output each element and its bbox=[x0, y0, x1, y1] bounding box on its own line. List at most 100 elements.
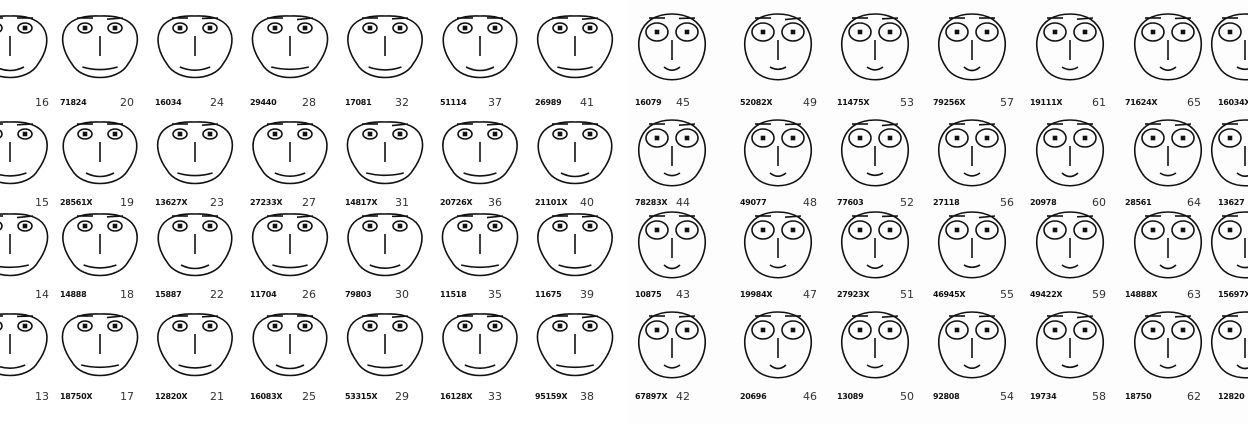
pupil bbox=[1150, 327, 1156, 333]
pupil bbox=[367, 131, 373, 137]
head-outline bbox=[157, 313, 233, 377]
face-code-label: 16083X bbox=[250, 392, 283, 401]
pupil bbox=[207, 25, 213, 31]
pupil bbox=[887, 227, 893, 233]
face-code-label: 95159X bbox=[535, 392, 568, 401]
eyebrow bbox=[784, 215, 802, 218]
pupil bbox=[954, 327, 960, 333]
face-number-label: 33 bbox=[488, 390, 502, 403]
mouth bbox=[1236, 364, 1248, 370]
eye-icon bbox=[267, 220, 283, 232]
eye-icon bbox=[202, 320, 218, 332]
mouth bbox=[0, 66, 25, 72]
face-3-9 bbox=[744, 211, 812, 279]
mouth bbox=[85, 172, 115, 178]
eye-icon bbox=[77, 220, 93, 232]
face-number-label: 43 bbox=[676, 288, 690, 301]
mouth bbox=[1236, 264, 1248, 269]
eye-icon bbox=[781, 220, 805, 240]
face-code-label: 14888X bbox=[1125, 290, 1158, 299]
face-code-label: 77603 bbox=[837, 198, 864, 207]
face-2-10 bbox=[841, 119, 909, 187]
eye-icon bbox=[457, 128, 473, 140]
pupil bbox=[954, 135, 960, 141]
pupil bbox=[272, 131, 278, 137]
eyebrow bbox=[678, 315, 696, 318]
pupil bbox=[760, 29, 766, 35]
pupil bbox=[1082, 327, 1088, 333]
face-1-1 bbox=[0, 15, 48, 79]
face-code-label: 17081 bbox=[345, 98, 372, 107]
face-number-label: 41 bbox=[580, 96, 594, 109]
eye-icon bbox=[77, 22, 93, 34]
face-3-11 bbox=[938, 211, 1006, 279]
mouth bbox=[1159, 172, 1177, 177]
face-number-label: 61 bbox=[1092, 96, 1106, 109]
face-number-label: 45 bbox=[676, 96, 690, 109]
eye-icon bbox=[0, 321, 3, 331]
pupil bbox=[462, 223, 468, 229]
eye-icon bbox=[975, 320, 999, 340]
pupil bbox=[790, 227, 796, 233]
face-1-5 bbox=[347, 15, 423, 79]
eye-icon bbox=[1043, 128, 1067, 148]
face-number-label: 13 bbox=[35, 390, 49, 403]
pupil bbox=[112, 25, 118, 31]
eye-icon bbox=[297, 220, 313, 232]
head-outline bbox=[938, 311, 1006, 379]
eye-icon bbox=[362, 320, 378, 332]
face-number-label: 29 bbox=[395, 390, 409, 403]
face-code-label: 11704 bbox=[250, 290, 277, 299]
eye-icon bbox=[582, 220, 598, 232]
eye-icon bbox=[645, 320, 669, 340]
mouth bbox=[1061, 364, 1079, 369]
pupil bbox=[557, 131, 563, 137]
pupil bbox=[1052, 29, 1058, 35]
mouth bbox=[866, 264, 884, 269]
pupil bbox=[207, 323, 213, 329]
eyebrow bbox=[201, 315, 219, 318]
face-1-12 bbox=[1036, 13, 1104, 81]
pupil bbox=[954, 227, 960, 233]
face-1-10 bbox=[841, 13, 909, 81]
mouth bbox=[464, 364, 496, 369]
eye-icon bbox=[781, 128, 805, 148]
face-3-4 bbox=[251, 213, 329, 277]
eyebrow bbox=[978, 123, 996, 126]
face-number-label: 24 bbox=[210, 96, 224, 109]
eye-icon bbox=[552, 22, 568, 34]
face-number-label: 54 bbox=[1000, 390, 1014, 403]
pupil bbox=[587, 25, 593, 31]
pupil bbox=[954, 29, 960, 35]
head-outline bbox=[841, 13, 909, 81]
pupil bbox=[82, 131, 88, 137]
face-number-label: 49 bbox=[803, 96, 817, 109]
face-3-14 bbox=[1211, 211, 1248, 279]
pupil bbox=[984, 29, 990, 35]
face-4-11 bbox=[938, 311, 1006, 379]
eyebrow bbox=[784, 17, 802, 21]
head-outline bbox=[346, 313, 424, 377]
pupil bbox=[367, 25, 373, 31]
face-4-3 bbox=[157, 313, 233, 377]
face-code-label: 27118 bbox=[933, 198, 960, 207]
face-number-label: 19 bbox=[120, 196, 134, 209]
eye-icon bbox=[848, 220, 872, 240]
pupil bbox=[587, 131, 593, 137]
eye-icon bbox=[297, 128, 313, 140]
eye-icon bbox=[675, 128, 699, 148]
face-number-label: 53 bbox=[900, 96, 914, 109]
pupil bbox=[760, 227, 766, 233]
mouth bbox=[1236, 172, 1248, 177]
face-number-label: 44 bbox=[676, 196, 690, 209]
mouth bbox=[866, 364, 884, 369]
eye-icon bbox=[675, 220, 699, 240]
face-code-label: 11675 bbox=[535, 290, 562, 299]
mouth bbox=[1159, 364, 1177, 369]
pupil bbox=[587, 323, 593, 329]
eye-icon bbox=[0, 221, 3, 231]
face-number-label: 17 bbox=[120, 390, 134, 403]
eyebrow bbox=[581, 315, 599, 319]
face-1-8 bbox=[638, 13, 706, 81]
mouth bbox=[558, 264, 592, 269]
